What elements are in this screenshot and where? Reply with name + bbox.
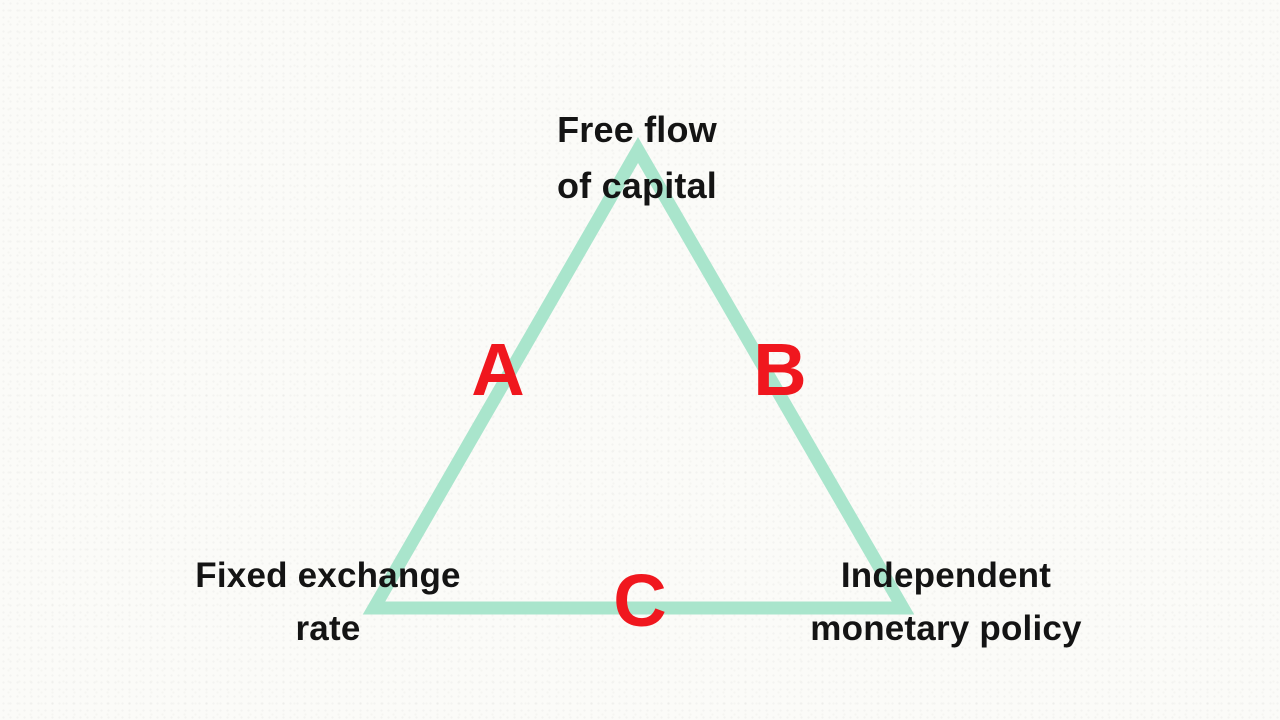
- edge-label-c: C: [613, 559, 667, 642]
- vertex-label-independent-monetary-policy: Independent monetary policy: [810, 556, 1082, 648]
- edge-label-a: A: [471, 328, 525, 411]
- vertex-label-free-flow-of-capital: Free flow of capital: [556, 109, 718, 206]
- edge-label-b: B: [753, 328, 807, 411]
- triangle-outline: [362, 137, 915, 615]
- vertex-label-fixed-exchange-rate: Fixed exchange rate: [195, 556, 461, 648]
